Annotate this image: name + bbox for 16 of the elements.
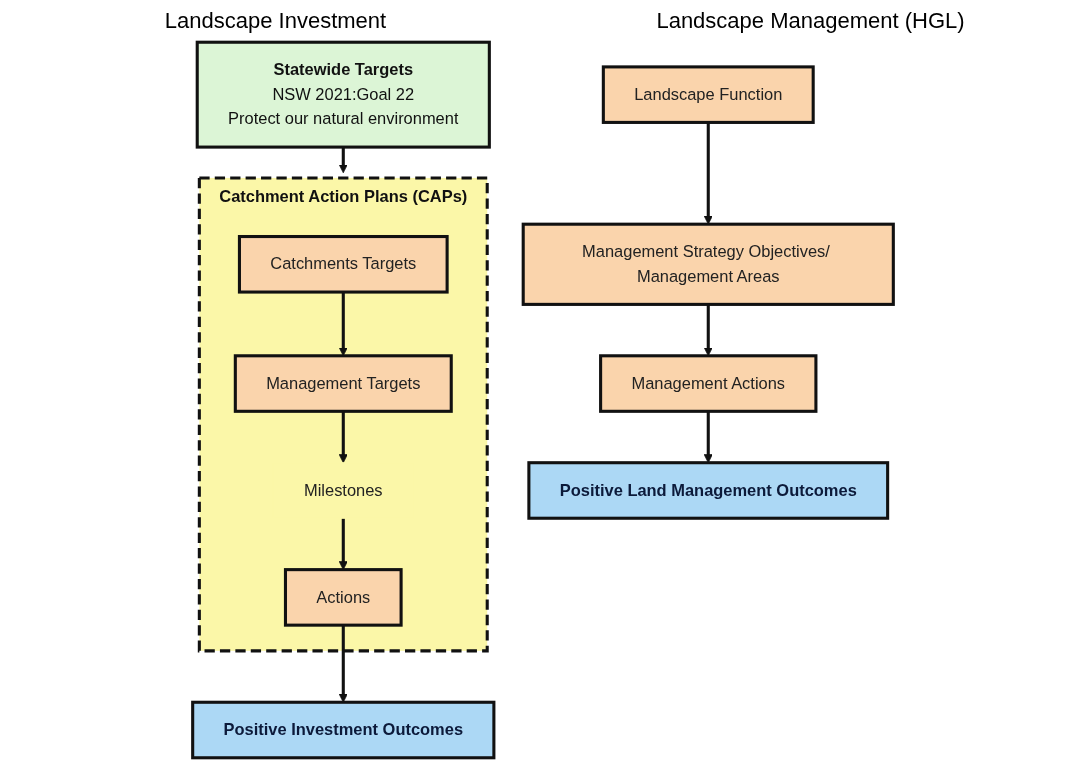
node-box: Positive Land Management Outcomes [527,461,890,520]
arrow [338,625,348,703]
node-box: Management Strategy Objectives/ Management Areas [521,222,895,306]
column-heading: Landscape Investment [163,8,388,34]
node-text: Milestones [303,481,383,499]
column-heading: Landscape Management (HGL) [655,8,966,34]
arrow [703,122,713,225]
node-box: Catchments Targets [237,235,449,294]
arrow [338,411,348,464]
node-box: Positive Investment Outcomes [191,700,496,760]
node-box: Landscape Function [601,65,815,124]
arrow [338,147,348,174]
node-box: Actions [283,568,403,627]
node-box: Management Actions [599,354,818,413]
node-box: Management Targets [233,354,453,413]
node-box: Statewide Targets NSW 2021:Goal 22 Protect our natural environment [195,40,491,149]
